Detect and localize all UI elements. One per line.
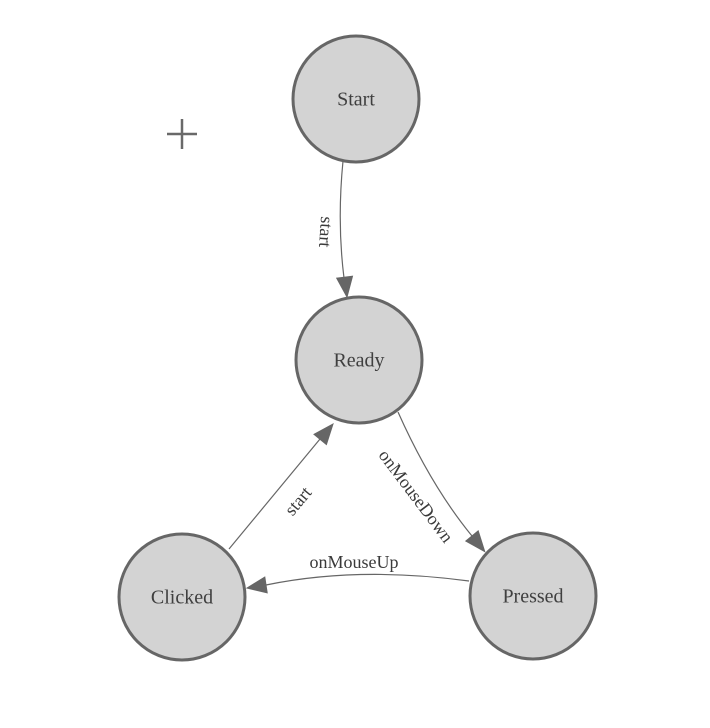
edge-line[interactable] xyxy=(339,160,345,279)
node-label: Clicked xyxy=(151,587,213,609)
state-node-pressed[interactable]: Pressed xyxy=(468,531,598,661)
edge-ready-to-pressed[interactable]: onMouseDown xyxy=(375,411,486,553)
arrowhead-icon xyxy=(313,422,334,446)
node-label: Start xyxy=(337,89,375,111)
edge-label: start xyxy=(280,483,315,520)
arrowhead-icon xyxy=(245,576,268,594)
arrowhead-icon xyxy=(464,530,486,553)
edge-clicked-to-ready[interactable]: start xyxy=(228,422,334,550)
state-node-start[interactable]: Start xyxy=(291,34,421,164)
node-circle[interactable] xyxy=(117,532,247,662)
edge-label: onMouseDown xyxy=(375,446,458,547)
node-circle[interactable] xyxy=(294,295,424,425)
node-label: Pressed xyxy=(502,586,563,608)
state-node-ready[interactable]: Ready xyxy=(294,295,424,425)
edge-pressed-to-clicked[interactable]: onMouseUp xyxy=(245,552,470,594)
node-label: Ready xyxy=(333,350,384,372)
edge-label: start xyxy=(315,216,337,248)
edge-line[interactable] xyxy=(397,411,473,537)
node-circle[interactable] xyxy=(468,531,598,661)
arrowhead-icon xyxy=(335,275,354,299)
edge-label: onMouseUp xyxy=(310,552,399,572)
plus-crosshair-icon xyxy=(167,119,197,149)
edge-start-to-ready[interactable]: start xyxy=(315,160,354,299)
state-node-clicked[interactable]: Clicked xyxy=(117,532,247,662)
edge-line[interactable] xyxy=(228,438,321,550)
edge-line[interactable] xyxy=(265,573,470,586)
node-circle[interactable] xyxy=(291,34,421,164)
